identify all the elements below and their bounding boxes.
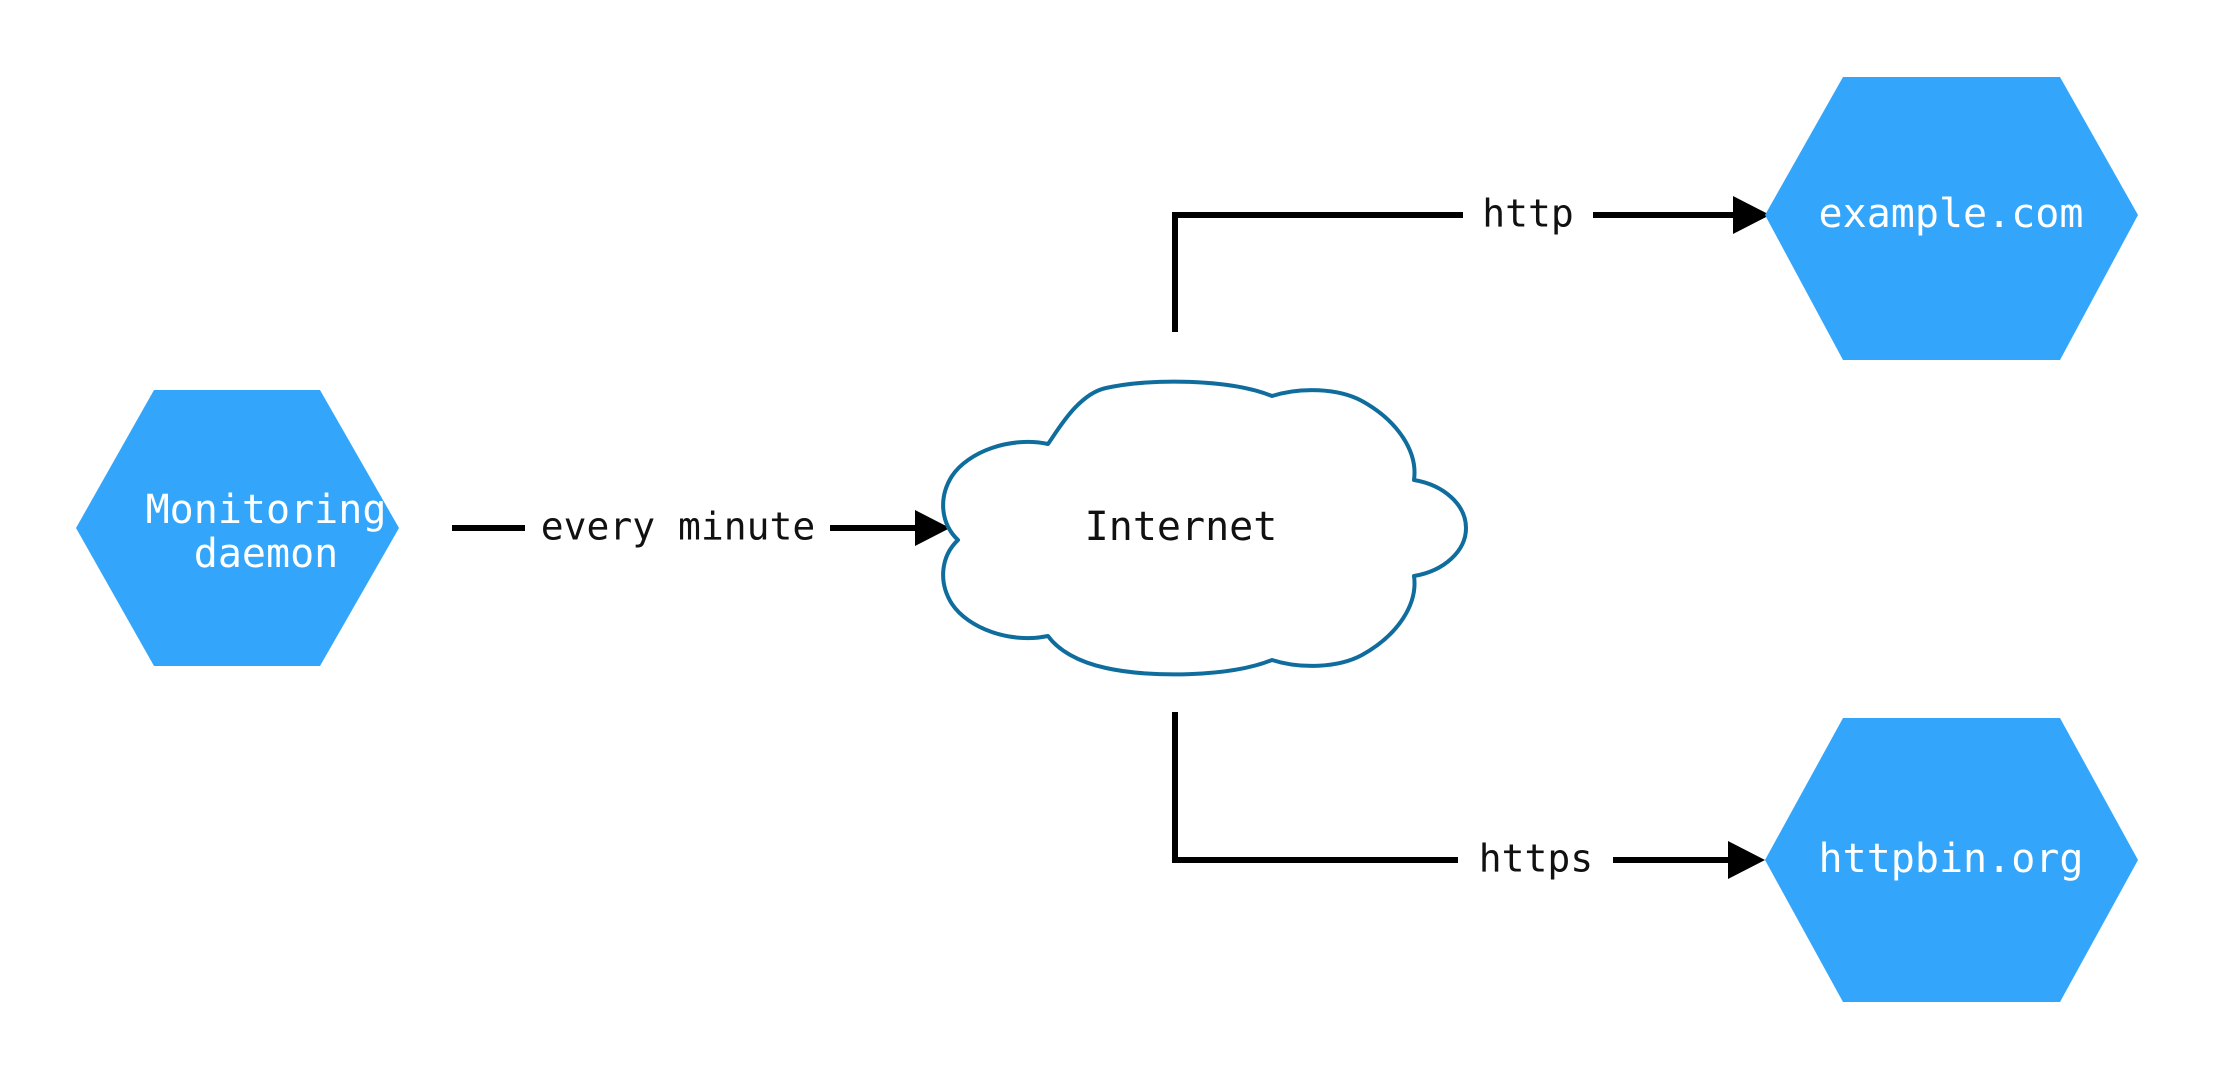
edge-label-http: http — [1482, 192, 1574, 236]
node-label-internet: Internet — [1085, 504, 1278, 550]
hexagon-shape-example-com — [1765, 77, 2138, 360]
edge-label-https: https — [1479, 837, 1593, 881]
arrowhead-icon — [1733, 196, 1770, 234]
edge-label-every-minute: every minute — [541, 505, 816, 549]
edge-internet-to-example[interactable]: http — [1172, 192, 1770, 333]
node-monitoring-daemon[interactable]: Monitoring daemon — [76, 390, 399, 666]
node-internet-cloud[interactable]: Internet — [941, 379, 1468, 677]
node-label-httpbin-org: httpbin.org — [1819, 836, 2084, 882]
hexagon-shape-monitoring-daemon — [76, 390, 399, 666]
node-httpbin-org[interactable]: httpbin.org — [1765, 718, 2138, 1002]
arrowhead-icon — [1728, 841, 1765, 879]
node-label-monitoring-daemon-line1: Monitoring — [146, 487, 387, 533]
cloud-shape-internet — [941, 379, 1468, 677]
node-label-monitoring-daemon-line2: daemon — [194, 531, 339, 577]
node-label-example-com: example.com — [1819, 191, 2084, 237]
edge-daemon-to-internet[interactable]: every minute — [452, 505, 950, 549]
edge-internet-to-httpbin[interactable]: https — [1172, 712, 1765, 881]
arrowhead-icon — [915, 510, 950, 546]
node-example-com[interactable]: example.com — [1765, 77, 2138, 360]
hexagon-shape-httpbin-org — [1765, 718, 2138, 1002]
edge-path-down-right — [1172, 712, 1458, 863]
edge-path-up-right — [1172, 212, 1463, 332]
